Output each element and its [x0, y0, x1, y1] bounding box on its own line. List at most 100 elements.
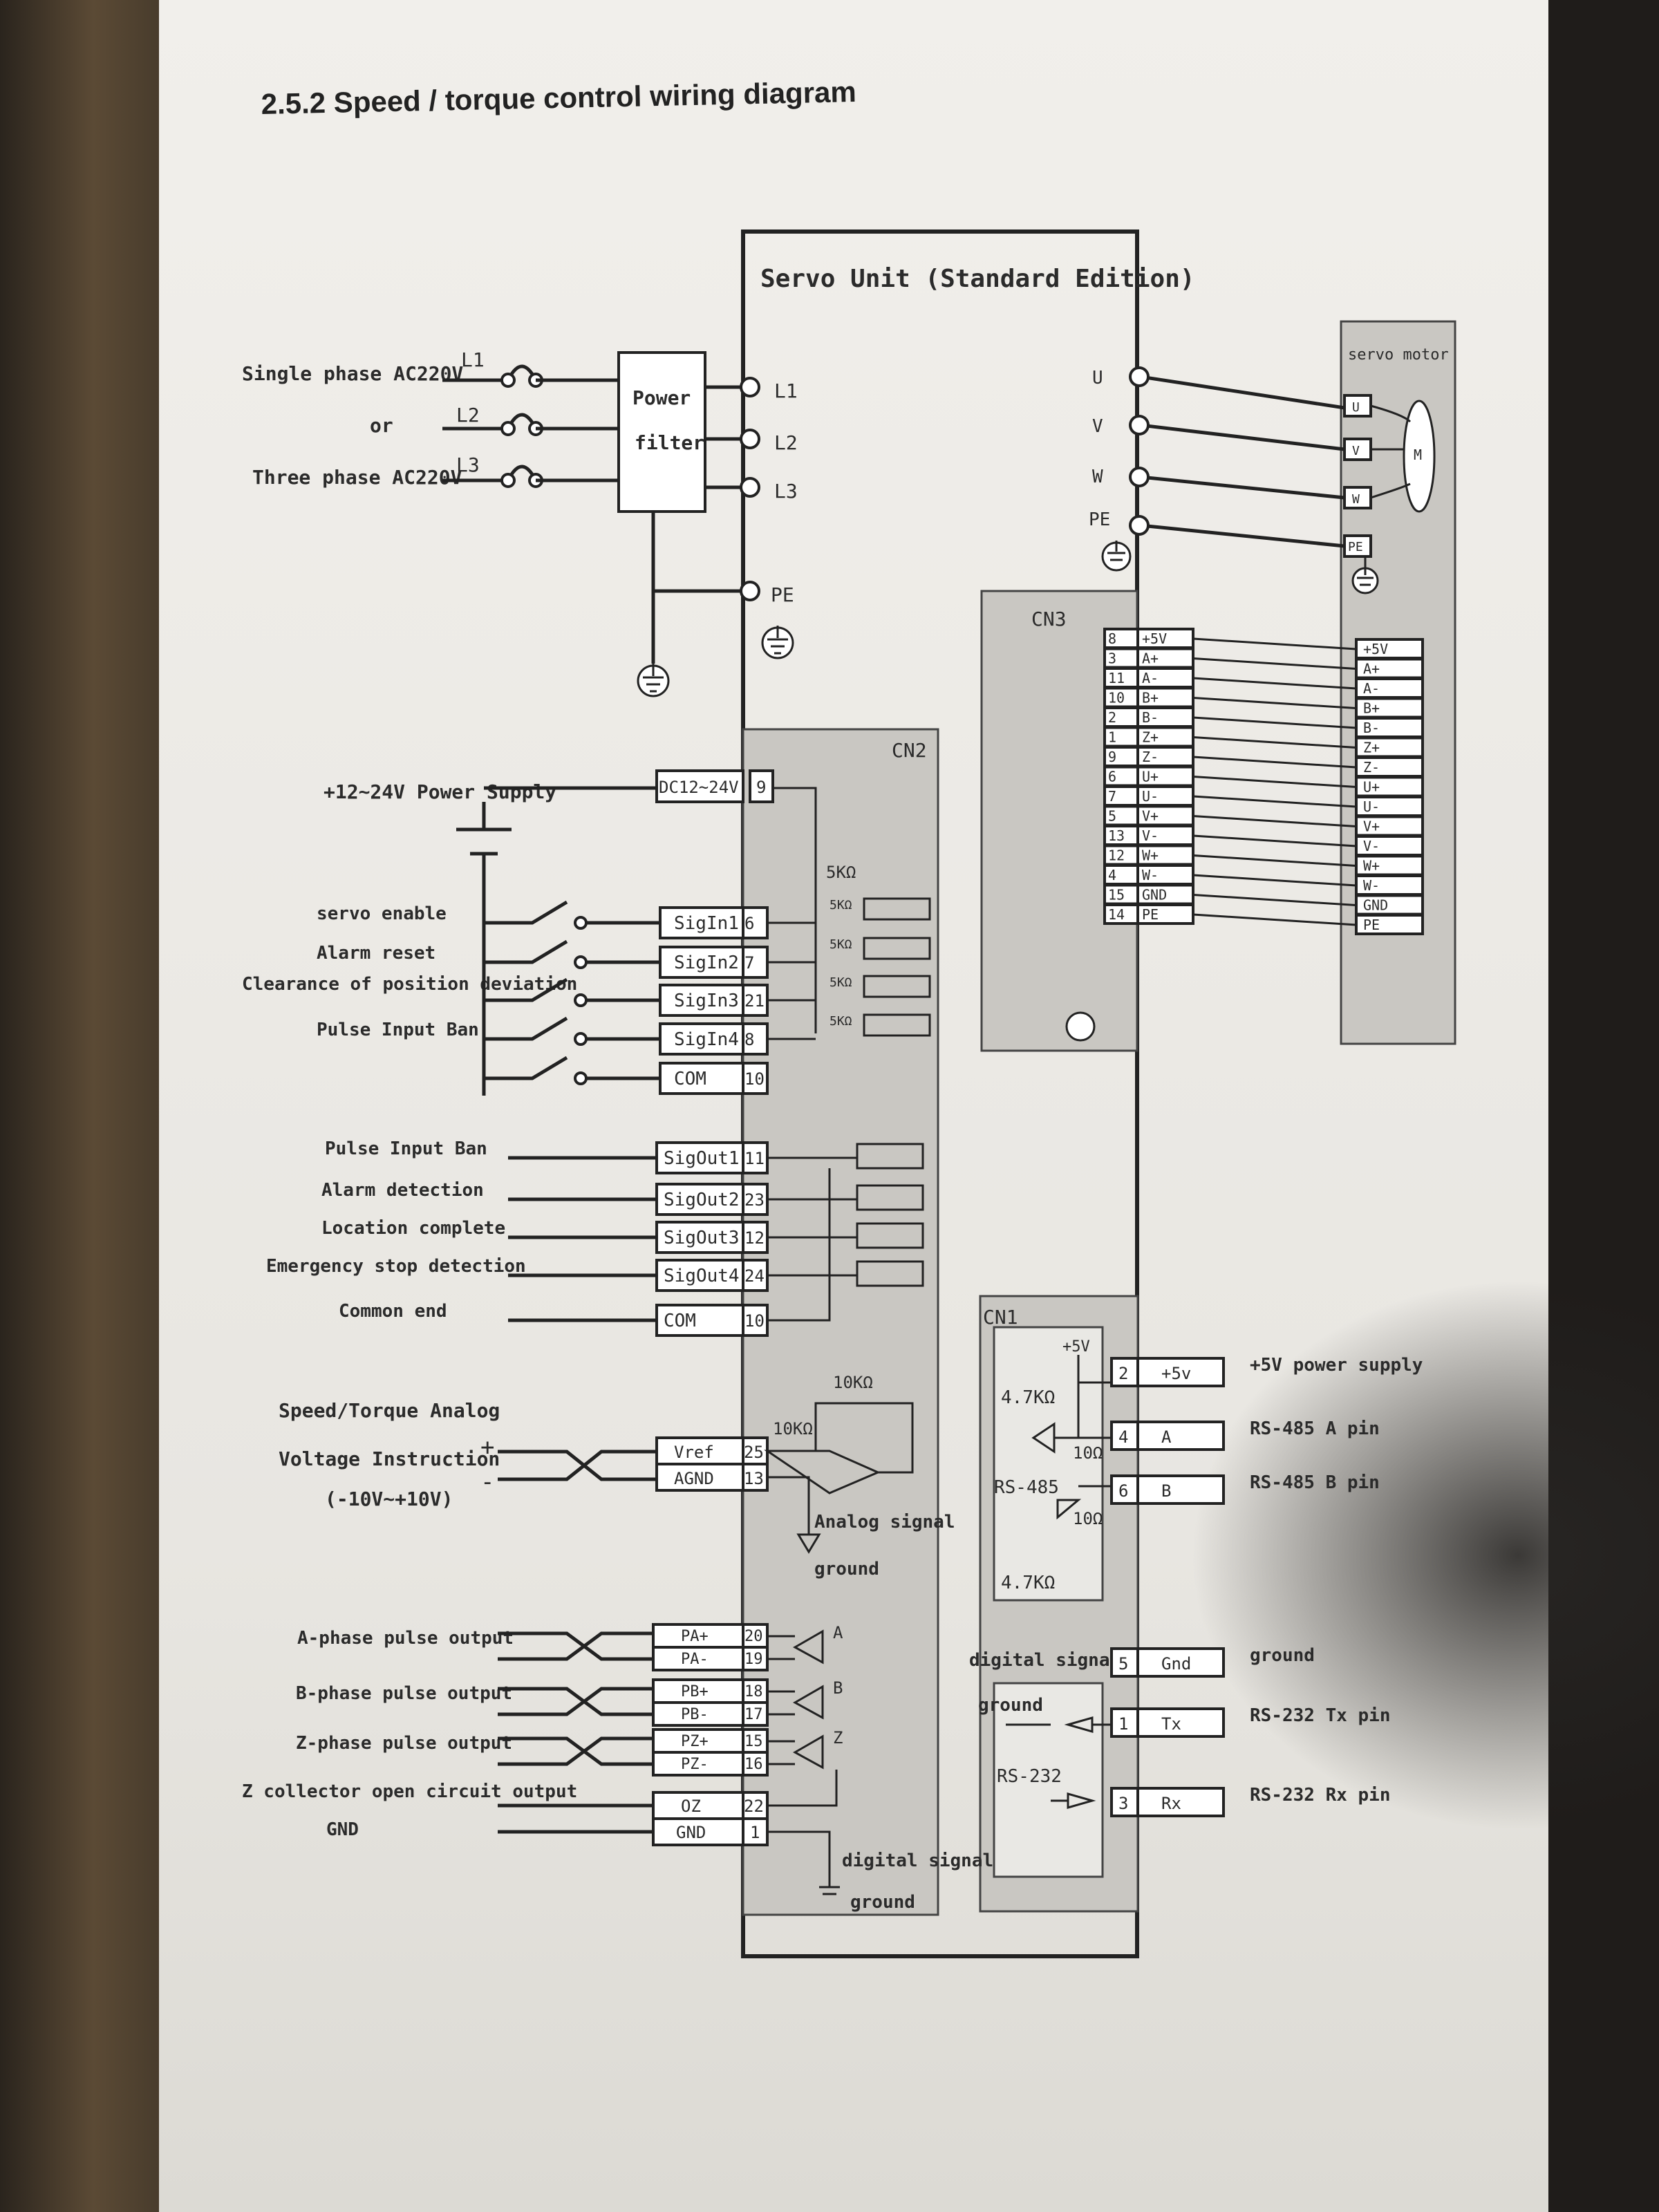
input-box	[659, 1062, 744, 1095]
gnd-pin: 1	[750, 1823, 760, 1842]
cn3-pin-num: 9	[1108, 749, 1116, 765]
output-label: Location complete	[321, 1218, 505, 1239]
pulse-pin: 16	[744, 1756, 763, 1773]
cn3-pin-num: 7	[1108, 788, 1116, 805]
cn2-power: +12~24V Power Supply DC12~24V 9 5KΩ	[324, 769, 856, 1096]
power-filter-label-1: Power	[632, 386, 691, 409]
cn3-pin-sig: Z-	[1142, 749, 1159, 765]
supply-label-single: Single phase AC220V	[242, 362, 463, 385]
unit-pe-label: PE	[771, 583, 794, 606]
encoder-pin-label: V+	[1363, 818, 1380, 835]
pulse-pin: 19	[744, 1651, 763, 1668]
pulse-box-label: PB-	[681, 1706, 709, 1723]
power-supply-label: +12~24V Power Supply	[324, 780, 556, 803]
digital-ground-2: ground	[850, 1892, 915, 1913]
input-label: Pulse Input Ban	[317, 1020, 479, 1040]
cn3-pin-num: 2	[1108, 709, 1116, 726]
vref-label: Vref	[674, 1443, 714, 1462]
motor-wiring: U V W PE U V W PE	[1089, 366, 1412, 594]
line-label-l3: L3	[456, 453, 480, 476]
servo-unit-title: Servo Unit (Standard Edition)	[760, 265, 1195, 293]
input-resistor-label: 5KΩ	[830, 937, 852, 952]
pulse-label: A-phase pulse output	[297, 1628, 514, 1649]
input-box-label: COM	[674, 1069, 706, 1089]
encoder-pin-cell	[1355, 756, 1424, 778]
input-pin: 10	[744, 1069, 765, 1089]
pulse-pin: 17	[744, 1706, 763, 1723]
output-pin: 23	[744, 1190, 765, 1210]
pulse-box-label: PA-	[681, 1651, 709, 1668]
r-label-2: 10KΩ	[773, 1419, 813, 1438]
encoder-pin-cell	[1355, 914, 1424, 935]
encoder-pin-label: B+	[1363, 700, 1380, 717]
oz-pin: 22	[744, 1797, 764, 1816]
cn3-pin-sig-cell	[1136, 825, 1194, 846]
encoder-pin-label: W-	[1363, 877, 1380, 894]
cn3-pin-num: 5	[1108, 808, 1116, 825]
power-filter-box	[617, 351, 706, 513]
digital-ground-1: digital signal	[842, 1850, 993, 1871]
page-title: 2.5.2 Speed / torque control wiring diag…	[261, 75, 856, 120]
analog-plus: +	[480, 1434, 494, 1461]
unit-l1-label: L1	[774, 379, 798, 402]
encoder-pin-cell	[1355, 815, 1424, 837]
analog-section: Speed/Torque Analog Voltage Instruction …	[279, 1373, 955, 1580]
cn1-pin-desc: RS-485 A pin	[1250, 1418, 1380, 1439]
input-label: Clearance of position deviation	[242, 974, 577, 995]
analog-label-3: (-10V~+10V)	[325, 1488, 453, 1510]
oz-label: Z collector open circuit output	[242, 1781, 577, 1802]
encoder-pin-label: A-	[1363, 680, 1380, 697]
cn3-wire	[1192, 913, 1357, 926]
cn1-box	[1136, 1787, 1225, 1817]
cn1-pin-desc: +5V power supply	[1250, 1355, 1423, 1376]
input-pin: 7	[744, 953, 754, 973]
pulse-box-label: PA+	[681, 1628, 709, 1645]
r-label-1: 10KΩ	[833, 1373, 873, 1392]
encoder-pin-cell	[1355, 638, 1424, 659]
pulse-box-label: PB+	[681, 1683, 709, 1700]
input-box-label: SigIn2	[674, 953, 739, 973]
analog-label-2: Voltage Instruction	[279, 1447, 500, 1470]
encoder-pin-label: B-	[1363, 720, 1380, 736]
cn3-pin-sig-cell	[1136, 785, 1194, 807]
cn3-wire	[1192, 716, 1357, 729]
cn1-pin: 4	[1118, 1427, 1128, 1447]
output-pin: 11	[744, 1149, 765, 1168]
cn1-box	[1136, 1421, 1225, 1451]
output-label: Pulse Input Ban	[325, 1138, 487, 1159]
supply-label-or: or	[370, 414, 393, 437]
output-box-label: COM	[664, 1311, 696, 1331]
cn3-wire	[1192, 834, 1357, 847]
input-pin: 21	[744, 991, 765, 1011]
encoder-pin-label: +5V	[1363, 641, 1388, 657]
encoder-pin-cell	[1355, 776, 1424, 798]
input-switch	[484, 977, 660, 1002]
output-pin: 12	[744, 1228, 765, 1248]
cn3-pin-sig: U+	[1142, 769, 1159, 785]
cn3-pin-sig: A-	[1142, 670, 1159, 686]
input-label: Alarm reset	[317, 943, 435, 964]
cn3-pin-sig-cell	[1136, 805, 1194, 827]
cn3-wire	[1192, 756, 1357, 769]
input-resistor-label: 5KΩ	[830, 898, 852, 912]
output-box-label: SigOut3	[664, 1228, 740, 1248]
cn3-wire	[1192, 657, 1357, 670]
cn1-rs232-inner	[993, 1682, 1104, 1878]
cn3-wire	[1192, 697, 1357, 709]
cn3-pin-num: 4	[1108, 867, 1116, 883]
cn3-pin-num: 1	[1108, 729, 1116, 746]
motor-symbol-label: M	[1414, 447, 1422, 463]
cn3-pin-num: 15	[1108, 887, 1125, 903]
cn1-pin-desc: RS-232 Tx pin	[1250, 1705, 1391, 1726]
servo-motor-title: servo motor	[1348, 346, 1449, 364]
oz-gnd: Z collector open circuit output GND OZ G…	[242, 1770, 993, 1913]
output-box-label: SigOut2	[664, 1190, 740, 1210]
motor-pe-label: PE	[1348, 540, 1363, 554]
unit-u-label: U	[1092, 368, 1103, 388]
cn3-pin-num: 10	[1108, 690, 1125, 706]
cn3-pin-num: 11	[1108, 670, 1125, 686]
gnd-box: GND	[676, 1823, 706, 1842]
